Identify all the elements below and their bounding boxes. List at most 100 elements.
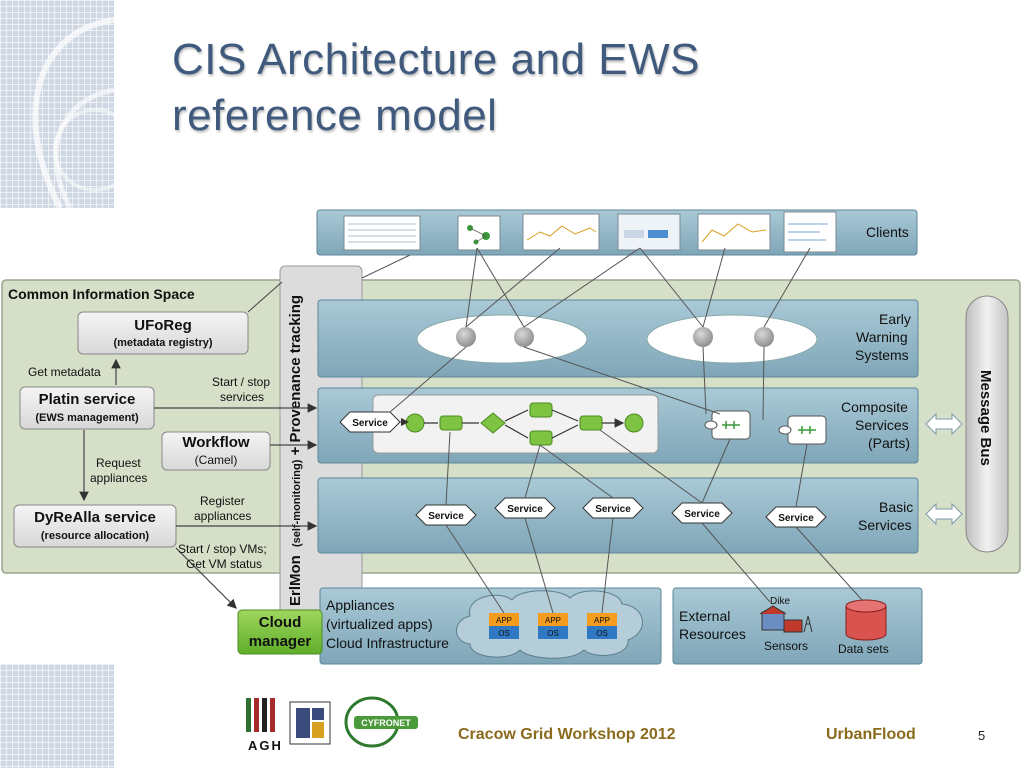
start-stop-vms-label-2: Get VM status xyxy=(186,557,262,571)
slide-title-line-2: reference model xyxy=(172,91,498,140)
start-stop-vms-arrow xyxy=(175,547,237,609)
basic-service-node xyxy=(582,497,644,519)
start-stop-vms-label-1: Start / stop VMs; xyxy=(178,542,267,556)
footer-event: Cracow Grid Workshop 2012 xyxy=(458,726,676,743)
platin-name: Platin service xyxy=(39,391,136,408)
get-metadata-label: Get metadata xyxy=(28,365,101,379)
request-appliances-label-1: Request xyxy=(96,456,141,470)
workflow-box xyxy=(161,431,271,471)
ufoReg-box xyxy=(77,311,249,355)
appliances-label-line-2: (virtualized apps) xyxy=(326,616,433,632)
message-bus xyxy=(965,295,1009,553)
vm-appliance: APP OS xyxy=(489,613,519,639)
vm-appliance: APP OS xyxy=(538,613,568,639)
workflow-task xyxy=(579,415,603,431)
vm-app-label: APP xyxy=(496,616,512,625)
dike-label: Dike xyxy=(770,596,790,607)
basic-service-label: Service xyxy=(595,504,631,515)
workflow-task xyxy=(439,415,463,431)
client-thumbnails xyxy=(343,211,837,253)
workflow-diagram xyxy=(405,402,644,446)
ews-label-line-3: Systems xyxy=(855,347,909,363)
basic-service-node xyxy=(671,502,733,524)
register-appliances-label-2: appliances xyxy=(194,509,251,523)
slide-title-line-1: CIS Architecture and EWS xyxy=(172,35,700,84)
agh-logo-text: AGH xyxy=(248,738,283,752)
client-thumbnail-graph xyxy=(457,215,501,251)
institute-logo xyxy=(289,701,331,745)
ufoReg-name: UFoReg xyxy=(134,317,192,334)
cis-title: Common Information Space xyxy=(8,286,195,302)
message-bus-label: Message Bus xyxy=(977,370,994,466)
basic-service-node xyxy=(765,506,827,528)
erlmon-label: ErlMon (self-monitoring) + Provenance tr… xyxy=(287,295,304,606)
cyfronet-logo: CYFRONET xyxy=(344,696,418,748)
erlmon-paren-label: (self-monitoring) xyxy=(291,459,303,547)
dyrealla-name: DyReAlla service xyxy=(34,509,156,526)
composite-label-line-1: Composite xyxy=(841,399,908,415)
page-number: 5 xyxy=(978,728,986,743)
vm-os-label: OS xyxy=(596,629,608,638)
sensors-icon xyxy=(759,605,813,633)
footer-logos: AGH CYFRONET xyxy=(246,696,418,752)
vm-app-label: APP xyxy=(545,616,561,625)
basic-service-nodes: Service Service Service Service Service xyxy=(415,497,827,528)
workflow-sub: (Camel) xyxy=(195,453,238,467)
ews-label-line-1: Early xyxy=(879,311,911,327)
basic-service-node xyxy=(415,504,477,526)
ews-layer xyxy=(317,299,919,378)
cloud-manager-label-1: Cloud xyxy=(259,614,302,631)
basic-service-label: Service xyxy=(507,504,543,515)
client-thumbnail-table xyxy=(343,215,421,251)
ews-instance-1 xyxy=(416,314,588,364)
clients-label: Clients xyxy=(866,224,909,240)
basic-label-line-2: Services xyxy=(858,517,912,533)
workflow-name: Workflow xyxy=(182,434,250,451)
composite-bus-arrow xyxy=(925,412,963,436)
workflow-task xyxy=(529,402,553,418)
basic-bus-arrow xyxy=(925,502,963,526)
appliances-label-line-1: Appliances xyxy=(326,597,395,613)
ews-instance-2 xyxy=(646,314,818,364)
ews-node xyxy=(456,327,476,347)
ews-node xyxy=(514,327,534,347)
erlmon-rest-label: + Provenance tracking xyxy=(287,295,304,456)
workflow-task xyxy=(529,430,553,446)
datasets-label: Data sets xyxy=(838,642,889,656)
external-label-line-1: External xyxy=(679,608,730,624)
decorative-corner-bottom xyxy=(0,664,114,768)
ews-label-line-2: Warning xyxy=(856,329,908,345)
client-thumbnail-chart-2 xyxy=(697,213,771,251)
external-label-line-2: Resources xyxy=(679,626,746,642)
composite-service-label: Service xyxy=(352,418,388,429)
cyfronet-logo-text: CYFRONET xyxy=(361,718,411,728)
ufoReg-sub: (metadata registry) xyxy=(113,337,212,349)
dyrealla-sub: (resource allocation) xyxy=(41,530,150,542)
composite-label-line-3: (Parts) xyxy=(868,435,910,451)
ews-node xyxy=(693,327,713,347)
workflow-end-node xyxy=(624,413,644,433)
basic-label-line-1: Basic xyxy=(879,499,913,515)
request-appliances-label-2: appliances xyxy=(90,471,147,485)
sensors-label: Sensors xyxy=(764,639,808,653)
footer-project: UrbanFlood xyxy=(826,726,916,743)
workflow-start-node xyxy=(405,413,425,433)
vm-appliance: APP OS xyxy=(587,613,617,639)
agh-logo: AGH xyxy=(246,698,283,752)
ufoReg-link xyxy=(247,281,283,313)
workflow-gateway xyxy=(480,412,506,434)
erlmon-main-label: ErlMon xyxy=(287,555,304,606)
vm-os-label: OS xyxy=(498,629,510,638)
start-stop-services-label-1: Start / stop xyxy=(212,375,270,389)
decorative-corner-top xyxy=(0,0,114,208)
basic-service-node xyxy=(494,497,556,519)
cloud-manager-box xyxy=(237,609,323,655)
client-thumbnail-chart-1 xyxy=(522,213,600,251)
platin-sub: (EWS management) xyxy=(35,412,139,424)
vm-os-label: OS xyxy=(547,629,559,638)
ews-node xyxy=(754,327,774,347)
slide-title: CIS Architecture and EWS reference model xyxy=(172,32,872,144)
basic-service-label: Service xyxy=(428,511,464,522)
composite-label-line-2: Services xyxy=(855,417,909,433)
start-stop-services-label-2: services xyxy=(220,390,264,404)
